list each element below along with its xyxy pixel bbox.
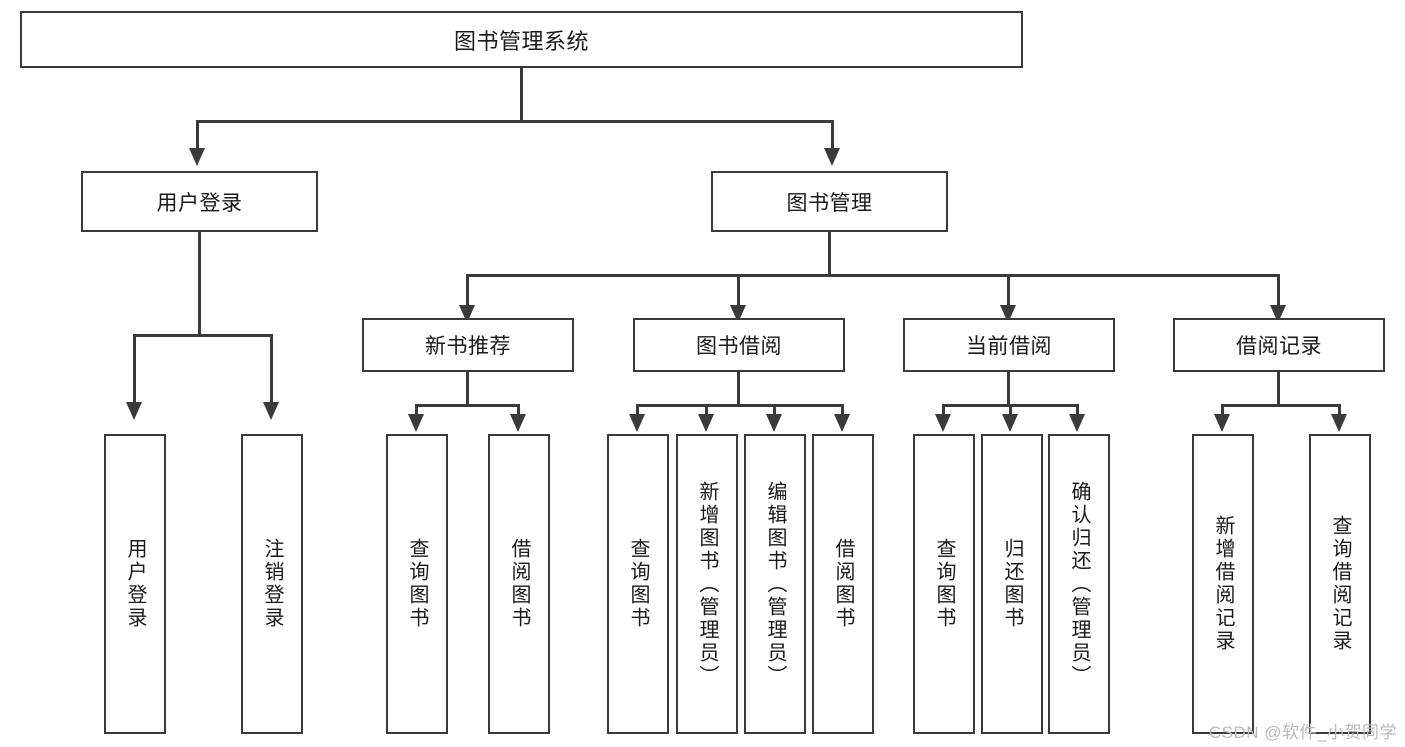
arrow-to-leaf-query-book-3 bbox=[935, 414, 951, 432]
connector-book-manage-bus bbox=[466, 274, 1280, 277]
arrow-to-leaf-add-book bbox=[698, 414, 714, 432]
connector-root-to-user-login bbox=[196, 120, 199, 150]
leaf-query-book-current[interactable]: 查询图书 bbox=[913, 434, 975, 734]
node-label: 查询图书 bbox=[933, 538, 955, 630]
connector-book-manage-drop-3 bbox=[1007, 274, 1010, 308]
node-label: 归还图书 bbox=[1001, 538, 1023, 630]
watermark: CSDN @软件_小贺同学 bbox=[1208, 723, 1397, 742]
node-user-login[interactable]: 用户登录 bbox=[81, 171, 318, 232]
connector-root-bus bbox=[196, 120, 834, 123]
connector-new-book-bus bbox=[415, 404, 520, 407]
leaf-user-login[interactable]: 用户登录 bbox=[104, 434, 166, 734]
connector-root-stem bbox=[520, 68, 523, 122]
connector-current-borrow-drop-3 bbox=[1076, 404, 1079, 418]
arrow-to-leaf-edit-book bbox=[766, 414, 782, 432]
connector-user-login-bus bbox=[133, 334, 273, 337]
leaf-query-borrow-record[interactable]: 查询借阅记录 bbox=[1309, 434, 1371, 734]
arrow-to-leaf-query-record bbox=[1331, 414, 1347, 432]
arrow-to-leaf-borrow-book-2 bbox=[834, 414, 850, 432]
arrow-to-leaf-query-book-2 bbox=[629, 414, 645, 432]
node-label: 图书管理系统 bbox=[453, 28, 589, 54]
leaf-query-book-recommend[interactable]: 查询图书 bbox=[386, 434, 448, 734]
leaf-confirm-return-admin[interactable]: 确认归还（管理员） bbox=[1048, 434, 1110, 734]
connector-new-book-drop-2 bbox=[517, 404, 520, 418]
connector-root-to-book-manage bbox=[831, 120, 834, 150]
node-label: 新增图书（管理员） bbox=[696, 480, 718, 688]
connector-current-borrow-drop-1 bbox=[942, 404, 945, 418]
connector-book-borrow-drop-1 bbox=[636, 404, 639, 418]
node-label: 确认归还（管理员） bbox=[1068, 480, 1090, 688]
node-borrow-record[interactable]: 借阅记录 bbox=[1173, 318, 1385, 372]
node-root-system[interactable]: 图书管理系统 bbox=[20, 11, 1023, 68]
connector-borrow-record-bus bbox=[1221, 404, 1341, 407]
connector-new-book-drop-1 bbox=[415, 404, 418, 418]
connector-new-book-stem bbox=[466, 372, 469, 406]
leaf-borrow-book[interactable]: 借阅图书 bbox=[812, 434, 874, 734]
connector-current-borrow-drop-2 bbox=[1009, 404, 1012, 418]
node-label: 编辑图书（管理员） bbox=[764, 480, 786, 688]
node-label: 新增借阅记录 bbox=[1212, 515, 1234, 653]
connector-book-borrow-bus bbox=[636, 404, 844, 407]
leaf-borrow-book-recommend[interactable]: 借阅图书 bbox=[488, 434, 550, 734]
node-book-management[interactable]: 图书管理 bbox=[711, 171, 948, 232]
leaf-add-book-admin[interactable]: 新增图书（管理员） bbox=[676, 434, 738, 734]
node-label: 用户登录 bbox=[156, 191, 243, 215]
node-label: 借阅记录 bbox=[1236, 335, 1322, 358]
leaf-logout[interactable]: 注销登录 bbox=[241, 434, 303, 734]
arrow-to-user-login bbox=[189, 148, 205, 166]
arrow-to-leaf-borrow-book-1 bbox=[510, 414, 526, 432]
connector-borrow-record-drop-2 bbox=[1338, 404, 1341, 418]
node-label: 查询图书 bbox=[627, 538, 649, 630]
connector-borrow-record-stem bbox=[1277, 372, 1280, 406]
arrow-to-book-manage bbox=[824, 148, 840, 166]
connector-user-login-drop-1 bbox=[133, 334, 136, 404]
connector-book-manage-drop-1 bbox=[466, 274, 469, 308]
connector-user-login-drop-2 bbox=[270, 334, 273, 404]
node-label: 新书推荐 bbox=[425, 335, 511, 358]
connector-book-borrow-drop-4 bbox=[841, 404, 844, 418]
leaf-edit-book-admin[interactable]: 编辑图书（管理员） bbox=[744, 434, 806, 734]
connector-book-borrow-drop-2 bbox=[705, 404, 708, 418]
leaf-return-book[interactable]: 归还图书 bbox=[981, 434, 1043, 734]
arrow-to-leaf-return-book bbox=[1002, 414, 1018, 432]
connector-book-manage-drop-4 bbox=[1277, 274, 1280, 308]
node-new-book-recommend[interactable]: 新书推荐 bbox=[362, 318, 574, 372]
node-current-borrow[interactable]: 当前借阅 bbox=[903, 318, 1115, 372]
connector-book-manage-stem bbox=[828, 232, 831, 276]
connector-book-manage-drop-2 bbox=[737, 274, 740, 308]
node-label: 用户登录 bbox=[124, 538, 146, 630]
node-label: 当前借阅 bbox=[966, 335, 1052, 358]
node-label: 借阅图书 bbox=[832, 538, 854, 630]
node-label: 图书管理 bbox=[786, 191, 873, 215]
node-label: 注销登录 bbox=[261, 538, 283, 630]
arrow-to-leaf-user-login bbox=[126, 402, 142, 420]
arrow-to-leaf-logout bbox=[263, 402, 279, 420]
connector-book-borrow-drop-3 bbox=[773, 404, 776, 418]
node-label: 查询图书 bbox=[406, 538, 428, 630]
leaf-add-borrow-record[interactable]: 新增借阅记录 bbox=[1192, 434, 1254, 734]
leaf-query-book-borrow[interactable]: 查询图书 bbox=[607, 434, 669, 734]
connector-user-login-stem bbox=[198, 232, 201, 336]
arrow-to-leaf-confirm-return bbox=[1069, 414, 1085, 432]
arrow-to-leaf-query-book-1 bbox=[408, 414, 424, 432]
node-book-borrow[interactable]: 图书借阅 bbox=[633, 318, 845, 372]
connector-current-borrow-stem bbox=[1007, 372, 1010, 406]
connector-book-borrow-stem bbox=[737, 372, 740, 406]
node-label: 图书借阅 bbox=[696, 335, 782, 358]
arrow-to-leaf-add-record bbox=[1214, 414, 1230, 432]
connector-borrow-record-drop-1 bbox=[1221, 404, 1224, 418]
node-label: 借阅图书 bbox=[508, 538, 530, 630]
node-label: 查询借阅记录 bbox=[1329, 515, 1351, 653]
